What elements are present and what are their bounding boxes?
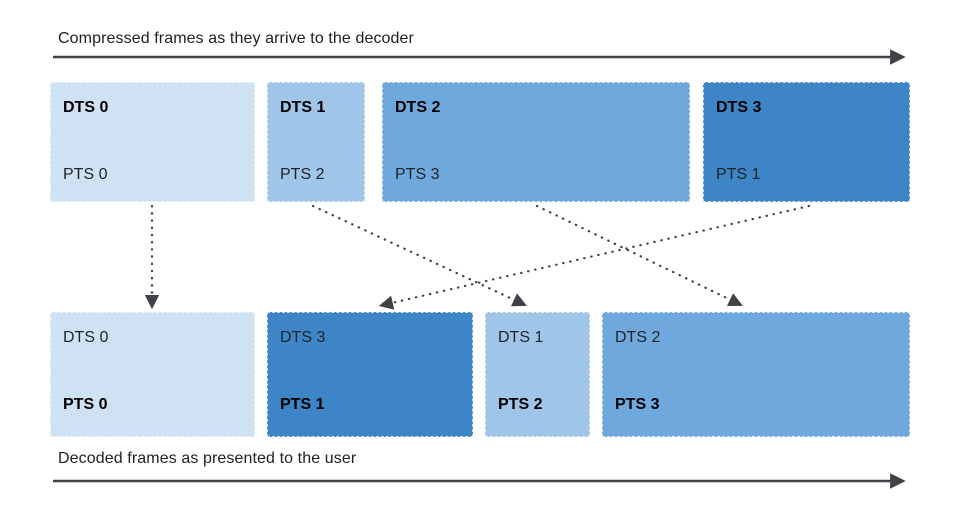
pts-label: PTS 3 bbox=[395, 166, 440, 183]
pts-label: PTS 3 bbox=[615, 396, 660, 413]
dts-label: DTS 0 bbox=[63, 329, 109, 346]
dts-label: DTS 2 bbox=[615, 329, 661, 346]
connector-dts1-to-pts2 bbox=[311, 204, 527, 307]
compressed-frame-dts0: DTS 0 PTS 0 bbox=[50, 82, 255, 202]
dts-label: DTS 3 bbox=[280, 329, 326, 346]
compressed-frames-caption: Compressed frames as they arrive to the … bbox=[58, 30, 414, 47]
dts-label: DTS 1 bbox=[498, 329, 544, 346]
pts-label: PTS 2 bbox=[498, 396, 543, 413]
decoded-frames-caption: Decoded frames as presented to the user bbox=[58, 450, 357, 467]
decoded-frame-dts2: DTS 2 PTS 3 bbox=[602, 312, 910, 437]
pts-label: PTS 1 bbox=[716, 166, 761, 183]
compressed-frame-dts1: DTS 1 PTS 2 bbox=[267, 82, 365, 202]
dts-label: DTS 1 bbox=[280, 99, 326, 116]
pts-label: PTS 2 bbox=[280, 166, 325, 183]
compressed-frame-dts2: DTS 2 PTS 3 bbox=[382, 82, 690, 202]
connector-dts2-to-pts3 bbox=[535, 204, 743, 307]
pts-label: PTS 0 bbox=[63, 396, 108, 413]
compressed-frame-dts3: DTS 3 PTS 1 bbox=[703, 82, 910, 202]
decoded-frame-dts0: DTS 0 PTS 0 bbox=[50, 312, 255, 437]
dts-label: DTS 3 bbox=[716, 99, 762, 116]
decoded-frame-dts1: DTS 1 PTS 2 bbox=[485, 312, 590, 437]
pts-label: PTS 1 bbox=[280, 396, 325, 413]
connector-dts3-to-pts1 bbox=[378, 204, 811, 310]
decoded-frame-dts3: DTS 3 PTS 1 bbox=[267, 312, 473, 437]
pts-label: PTS 0 bbox=[63, 166, 108, 183]
dts-label: DTS 0 bbox=[63, 99, 109, 116]
dts-label: DTS 2 bbox=[395, 99, 441, 116]
